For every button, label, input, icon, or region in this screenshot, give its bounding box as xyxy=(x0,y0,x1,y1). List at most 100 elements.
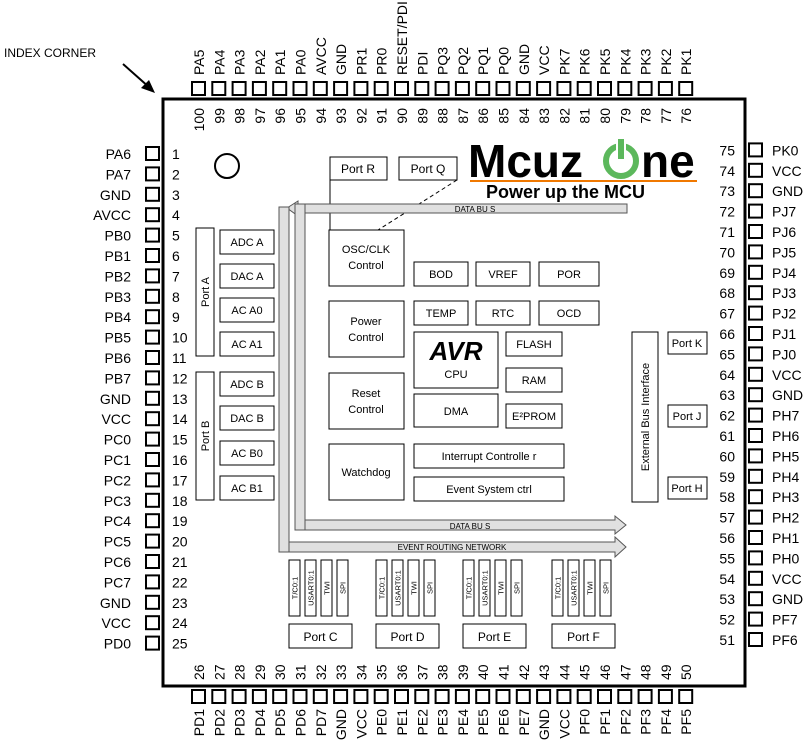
pin-number: 92 xyxy=(353,108,369,124)
pin-name: VCC xyxy=(772,163,802,179)
pin-number: 55 xyxy=(719,550,735,566)
pin-number: 74 xyxy=(719,163,735,179)
pin-number: 95 xyxy=(293,108,309,124)
pin-name: PB3 xyxy=(105,289,132,305)
pin-number: 35 xyxy=(374,664,390,680)
adc-b-block xyxy=(219,371,275,397)
pin-pad xyxy=(251,689,267,704)
pin-number: 99 xyxy=(211,108,227,124)
pin-number: 26 xyxy=(191,664,207,680)
periph-tc-label: T/C0:1 xyxy=(554,577,563,600)
periph-tc-label: T/C0:1 xyxy=(465,577,474,600)
bod-label: BOD xyxy=(429,269,453,281)
pin-pad xyxy=(145,268,160,284)
pins-right: PF651PF752GND53VCC54PH055PH156PH257PH358… xyxy=(719,142,803,648)
pin-number: 91 xyxy=(374,108,390,124)
pin-pad xyxy=(657,81,673,96)
pin-number: 65 xyxy=(719,346,735,362)
pin-number: 30 xyxy=(272,664,288,680)
brand-tagline: Power up the MCU xyxy=(486,182,645,202)
pin-number: 6 xyxy=(172,248,180,264)
pin-pad xyxy=(145,513,160,529)
vref-block xyxy=(475,261,531,287)
pin-name: PB0 xyxy=(105,228,132,244)
pin-number: 88 xyxy=(435,108,451,124)
port-e-label: Port E xyxy=(478,630,511,644)
pin-number: 34 xyxy=(353,664,369,680)
pin-number: 44 xyxy=(556,664,572,680)
pin-name: PD0 xyxy=(104,636,131,652)
pin-pad xyxy=(292,689,308,704)
pin-pad xyxy=(678,81,694,96)
pin-name: PH6 xyxy=(772,428,799,444)
pin-number: 48 xyxy=(638,664,654,680)
pin-pad xyxy=(495,689,511,704)
pin-name: PA5 xyxy=(191,49,207,75)
pin-number: 86 xyxy=(475,108,491,124)
pin-name: VCC xyxy=(536,45,552,75)
port-h-label: Port H xyxy=(671,483,702,495)
pin-number: 11 xyxy=(172,350,187,366)
rtc-label: RTC xyxy=(492,308,514,320)
pin-number: 72 xyxy=(719,204,735,220)
pin-name: VCC xyxy=(101,615,131,631)
pin-pad xyxy=(292,81,308,96)
port-d-box xyxy=(375,623,440,649)
pin-number: 68 xyxy=(719,285,735,301)
pin-name: PJ2 xyxy=(772,306,796,322)
port-c-box xyxy=(288,623,353,649)
pin-number: 39 xyxy=(455,664,471,680)
pin-number: 57 xyxy=(719,510,735,526)
port-f-box xyxy=(551,623,616,649)
bod-block xyxy=(413,261,469,287)
ac-b1-label: AC B1 xyxy=(231,483,263,495)
pin-pad xyxy=(434,81,450,96)
periph-spi-label: SPI xyxy=(602,582,611,594)
pin-pad xyxy=(536,689,552,704)
pin-pad xyxy=(748,387,763,403)
ebi-block xyxy=(631,331,659,503)
pin-pad xyxy=(312,689,328,704)
port-b-box xyxy=(195,371,215,501)
watchdog-block xyxy=(328,443,405,501)
pin-pad xyxy=(373,689,389,704)
pin-name: PJ7 xyxy=(772,204,796,220)
pin-number: 83 xyxy=(536,108,552,124)
pin-pad xyxy=(145,166,160,182)
pin-pad xyxy=(191,689,206,704)
pin-name: PC5 xyxy=(104,534,131,550)
dac-a-block xyxy=(219,263,275,289)
periph-twi-label: TWI xyxy=(410,581,419,595)
pin-pad xyxy=(145,635,160,651)
pin-number: 47 xyxy=(617,664,633,680)
pin-name: PJ6 xyxy=(772,224,796,240)
pin-pad xyxy=(145,390,160,406)
pin-pad xyxy=(145,594,160,610)
port-r-label: Port R xyxy=(341,162,375,176)
por-label: POR xyxy=(557,269,581,281)
pin-pad xyxy=(231,689,247,704)
pin-number: 20 xyxy=(172,534,188,550)
ac-b0-label: AC B0 xyxy=(231,448,263,460)
pin-number: 53 xyxy=(719,591,735,607)
pin-number: 38 xyxy=(435,664,451,680)
periph-spi-label: SPI xyxy=(426,582,435,594)
brand-name-start: Mcuz xyxy=(468,135,583,187)
pin-pad xyxy=(748,632,763,647)
pin-pad xyxy=(145,248,160,263)
pin-number: 42 xyxy=(516,664,532,680)
event-system-block xyxy=(413,476,565,502)
pin-pad xyxy=(211,81,227,96)
pin-number: 22 xyxy=(172,574,188,590)
pin-pad xyxy=(748,244,763,260)
data-bus-bottom: DATA BU S xyxy=(294,514,627,536)
pin-pad xyxy=(748,326,763,341)
pin-pad xyxy=(748,366,763,382)
pin-pad xyxy=(145,227,160,243)
pin-pad xyxy=(637,81,653,96)
pin-pad xyxy=(454,81,470,96)
pin-number: 33 xyxy=(333,664,349,680)
periph-usart-label: USART0:1 xyxy=(481,570,490,606)
pin-name: PC3 xyxy=(104,493,131,509)
